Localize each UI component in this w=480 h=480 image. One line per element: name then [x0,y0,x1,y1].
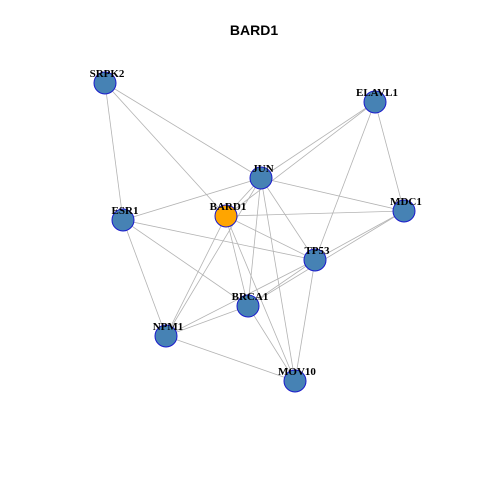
edge-bard1-brca1 [225,215,249,307]
edge-srpk2-bard1 [104,82,227,217]
edge-jun-mov10 [260,177,296,382]
node-label-esr1: ESR1 [112,205,139,217]
edge-brca1-npm1 [165,305,249,337]
node-label-mov10: MOV10 [278,366,316,378]
node-esr1 [111,208,135,232]
node-label-mdc1: MDC1 [390,196,422,208]
edge-brca1-mov10 [247,305,296,382]
node-brca1 [236,294,260,318]
node-label-bard1: BARD1 [210,201,247,213]
node-label-npm1: NPM1 [153,321,184,333]
edge-jun-tp53 [260,177,316,261]
edge-tp53-brca1 [247,259,316,307]
edge-elavl1-jun [260,101,376,179]
edge-bard1-mdc1 [225,210,405,217]
node-npm1 [154,324,178,348]
edge-srpk2-esr1 [104,82,124,221]
edge-elavl1-mdc1 [374,101,405,212]
edge-elavl1-tp53 [314,101,376,261]
node-label-tp53: TP53 [304,245,330,257]
edge-npm1-mov10 [165,335,296,382]
diagram-title: BARD1 [230,22,278,38]
nodes-layer [93,71,416,393]
edge-jun-brca1 [247,177,262,307]
node-tp53 [303,248,327,272]
edge-srpk2-jun [104,82,262,179]
edge-esr1-npm1 [122,219,167,337]
edge-mdc1-tp53 [314,210,405,261]
node-elavl1 [363,90,387,114]
edge-bard1-npm1 [165,215,227,337]
edge-esr1-brca1 [122,219,249,307]
node-bard1 [214,204,238,228]
node-label-srpk2: SRPK2 [90,68,125,80]
node-label-elavl1: ELAVL1 [356,87,398,99]
edge-bard1-tp53 [225,215,316,261]
edge-jun-npm1 [165,177,262,337]
edges-layer [104,82,405,382]
node-jun [249,166,273,190]
node-label-brca1: BRCA1 [232,291,269,303]
node-label-jun: JUN [252,163,273,175]
edge-tp53-mov10 [294,259,316,382]
node-mov10 [283,369,307,393]
edge-esr1-tp53 [122,219,316,261]
edge-jun-mdc1 [260,177,405,212]
node-srpk2 [93,71,117,95]
node-mdc1 [392,199,416,223]
edge-elavl1-bard1 [225,101,376,217]
edge-jun-esr1 [122,177,262,221]
